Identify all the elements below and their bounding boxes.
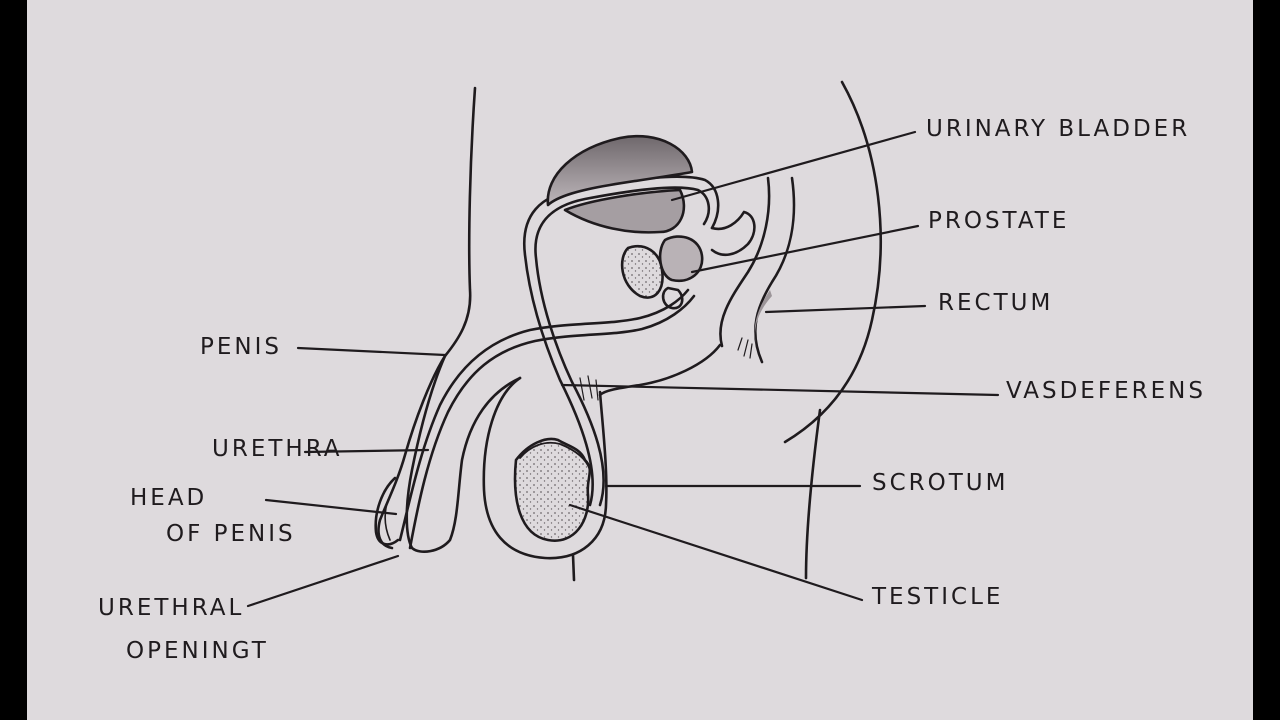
label-head-of-penis-line1: HEAD [130, 485, 207, 511]
scrotum-hatch [579, 375, 599, 401]
back-outline [783, 80, 882, 444]
testicle [513, 437, 592, 542]
seminal-vesicle [658, 235, 704, 283]
urethra-outer [398, 288, 690, 542]
leader-head-of-penis [264, 498, 398, 516]
label-urethra: URETHRA [212, 436, 342, 462]
leader-urinary-bladder [670, 130, 917, 202]
label-vasdeferens: VASDEFERENS [1006, 378, 1206, 404]
label-urinary-bladder: URINARY BLADDER [926, 116, 1190, 142]
penis-shaft [405, 354, 522, 554]
glans [374, 476, 400, 546]
leader-testicle [568, 503, 864, 602]
rectum-wall-right [754, 176, 796, 364]
label-urethral-opening-line1: URETHRAL [98, 595, 244, 621]
leader-lines [246, 130, 1000, 608]
bladder-lower [563, 188, 686, 234]
label-rectum: RECTUM [938, 290, 1053, 316]
vas-deferens-outer [522, 175, 720, 507]
duct-curl [710, 210, 756, 257]
abdomen-outline [377, 86, 477, 550]
perineum-outline [598, 343, 722, 397]
urinary-bladder [546, 135, 694, 207]
anatomy-drawing [374, 80, 882, 582]
leader-vasdeferens [560, 383, 1000, 397]
glans-fold [384, 499, 391, 541]
scrotum-outline [482, 376, 608, 560]
rectum-shading [754, 290, 772, 358]
label-urethral-opening-line2: OPENINGT [126, 638, 269, 664]
leader-rectum [764, 304, 927, 314]
leader-penis [296, 346, 447, 357]
paper [27, 0, 1253, 720]
rectum-hatch [737, 337, 753, 359]
urethra-inner [408, 294, 696, 550]
leader-urethral-opening [246, 554, 400, 608]
prostate-gland [620, 245, 664, 299]
raphe-line [571, 553, 576, 582]
label-head-of-penis-line2: OF PENIS [166, 521, 296, 547]
leader-urethra [303, 448, 430, 454]
testicle-rim [519, 441, 591, 471]
label-penis: PENIS [200, 334, 282, 360]
label-prostate: PROSTATE [928, 208, 1069, 234]
thigh-outline [804, 408, 822, 580]
vas-deferens-inner [534, 186, 711, 507]
gland-small [661, 286, 684, 310]
rectum-wall-left [719, 176, 771, 348]
label-scrotum: SCROTUM [872, 470, 1008, 496]
leader-prostate [690, 224, 920, 274]
labels: URINARY BLADDER PROSTATE RECTUM VASDEFER… [98, 116, 1206, 664]
label-testicle: TESTICLE [871, 584, 1003, 610]
